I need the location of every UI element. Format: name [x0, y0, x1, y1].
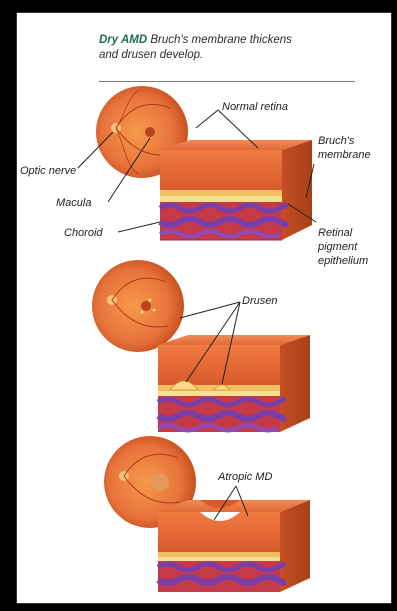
retina-block-atrophic — [158, 500, 310, 592]
label-atropic-md: Atropic MD — [217, 471, 272, 483]
label-drusen: Drusen — [242, 295, 277, 307]
label-bruchs-2: membrane — [318, 149, 371, 161]
panel-normal: Normal retina Bruch's membrane Optic ner… — [20, 86, 371, 267]
eyeball-drusen — [92, 260, 184, 352]
label-rpe-3: epithelium — [318, 255, 368, 267]
label-rpe-1: Retinal — [318, 227, 353, 239]
retina-block-drusen — [158, 335, 310, 432]
label-normal-retina: Normal retina — [222, 101, 288, 113]
panel-atrophic: Atropic MD — [104, 436, 310, 592]
panel-drusen: Drusen — [92, 260, 310, 432]
label-macula: Macula — [56, 197, 91, 209]
macula-spot — [145, 127, 155, 137]
label-choroid: Choroid — [64, 227, 103, 239]
retina-block-normal — [160, 140, 312, 240]
label-rpe-2: pigment — [317, 241, 358, 253]
label-bruchs-1: Bruch's — [318, 135, 355, 147]
label-optic-nerve: Optic nerve — [20, 165, 76, 177]
